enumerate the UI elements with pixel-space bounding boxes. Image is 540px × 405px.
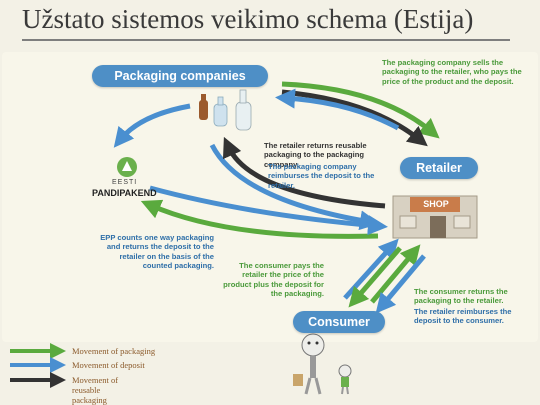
shop-building: [392, 195, 478, 239]
legend-arrows: [10, 343, 66, 388]
note-epp: EPP counts one way packaging and returns…: [100, 233, 214, 271]
arrow-packaging-to-retailer: [281, 81, 440, 139]
arrow-reusable-to-retailer: [281, 89, 428, 147]
page-title: Užstato sistemos veikimo schema (Estija): [22, 4, 474, 34]
bottles-icon: [199, 89, 252, 131]
arrow-packaging-to-epp: [140, 199, 379, 239]
title-underline: [22, 39, 510, 41]
retailer-label: Retailer: [400, 157, 478, 179]
arrow-deposit-epp-to-retailer: [149, 185, 388, 236]
note-retailer-reimburses: The retailer reimburses the deposit to t…: [414, 307, 512, 326]
note-reimburse-retailer: The packaging company reimburses the dep…: [268, 162, 375, 190]
arrow-deposit-to-packaging: [275, 88, 400, 131]
consumer-figures: [293, 333, 352, 395]
arrow-deposit-arc: [209, 143, 380, 231]
arrow-deposit-retailer-to-consumer: [375, 254, 426, 314]
epp-logo: [117, 157, 137, 177]
note-retailer-returns: The retailer returns reusable packaging …: [264, 141, 367, 169]
epp-logo-line1: EESTI: [112, 179, 138, 186]
note-consumer-returns: The consumer returns the packaging to th…: [414, 287, 508, 306]
shop-sign: SHOP: [423, 199, 449, 209]
epp-logo-line2: PANDIPAKEND: [92, 188, 157, 198]
note-consumer-pays: The consumer pays the retailer the price…: [223, 261, 324, 299]
packaging-companies-label: Packaging companies: [92, 65, 268, 87]
consumer-label: Consumer: [293, 311, 385, 333]
arrow-packaging-retailer-to-consumer: [348, 246, 402, 308]
arrow-reusable-arc: [222, 136, 386, 209]
note-sell: The packaging company sells the packagin…: [382, 58, 522, 86]
arrow-deposit-to-epp: [113, 103, 191, 148]
